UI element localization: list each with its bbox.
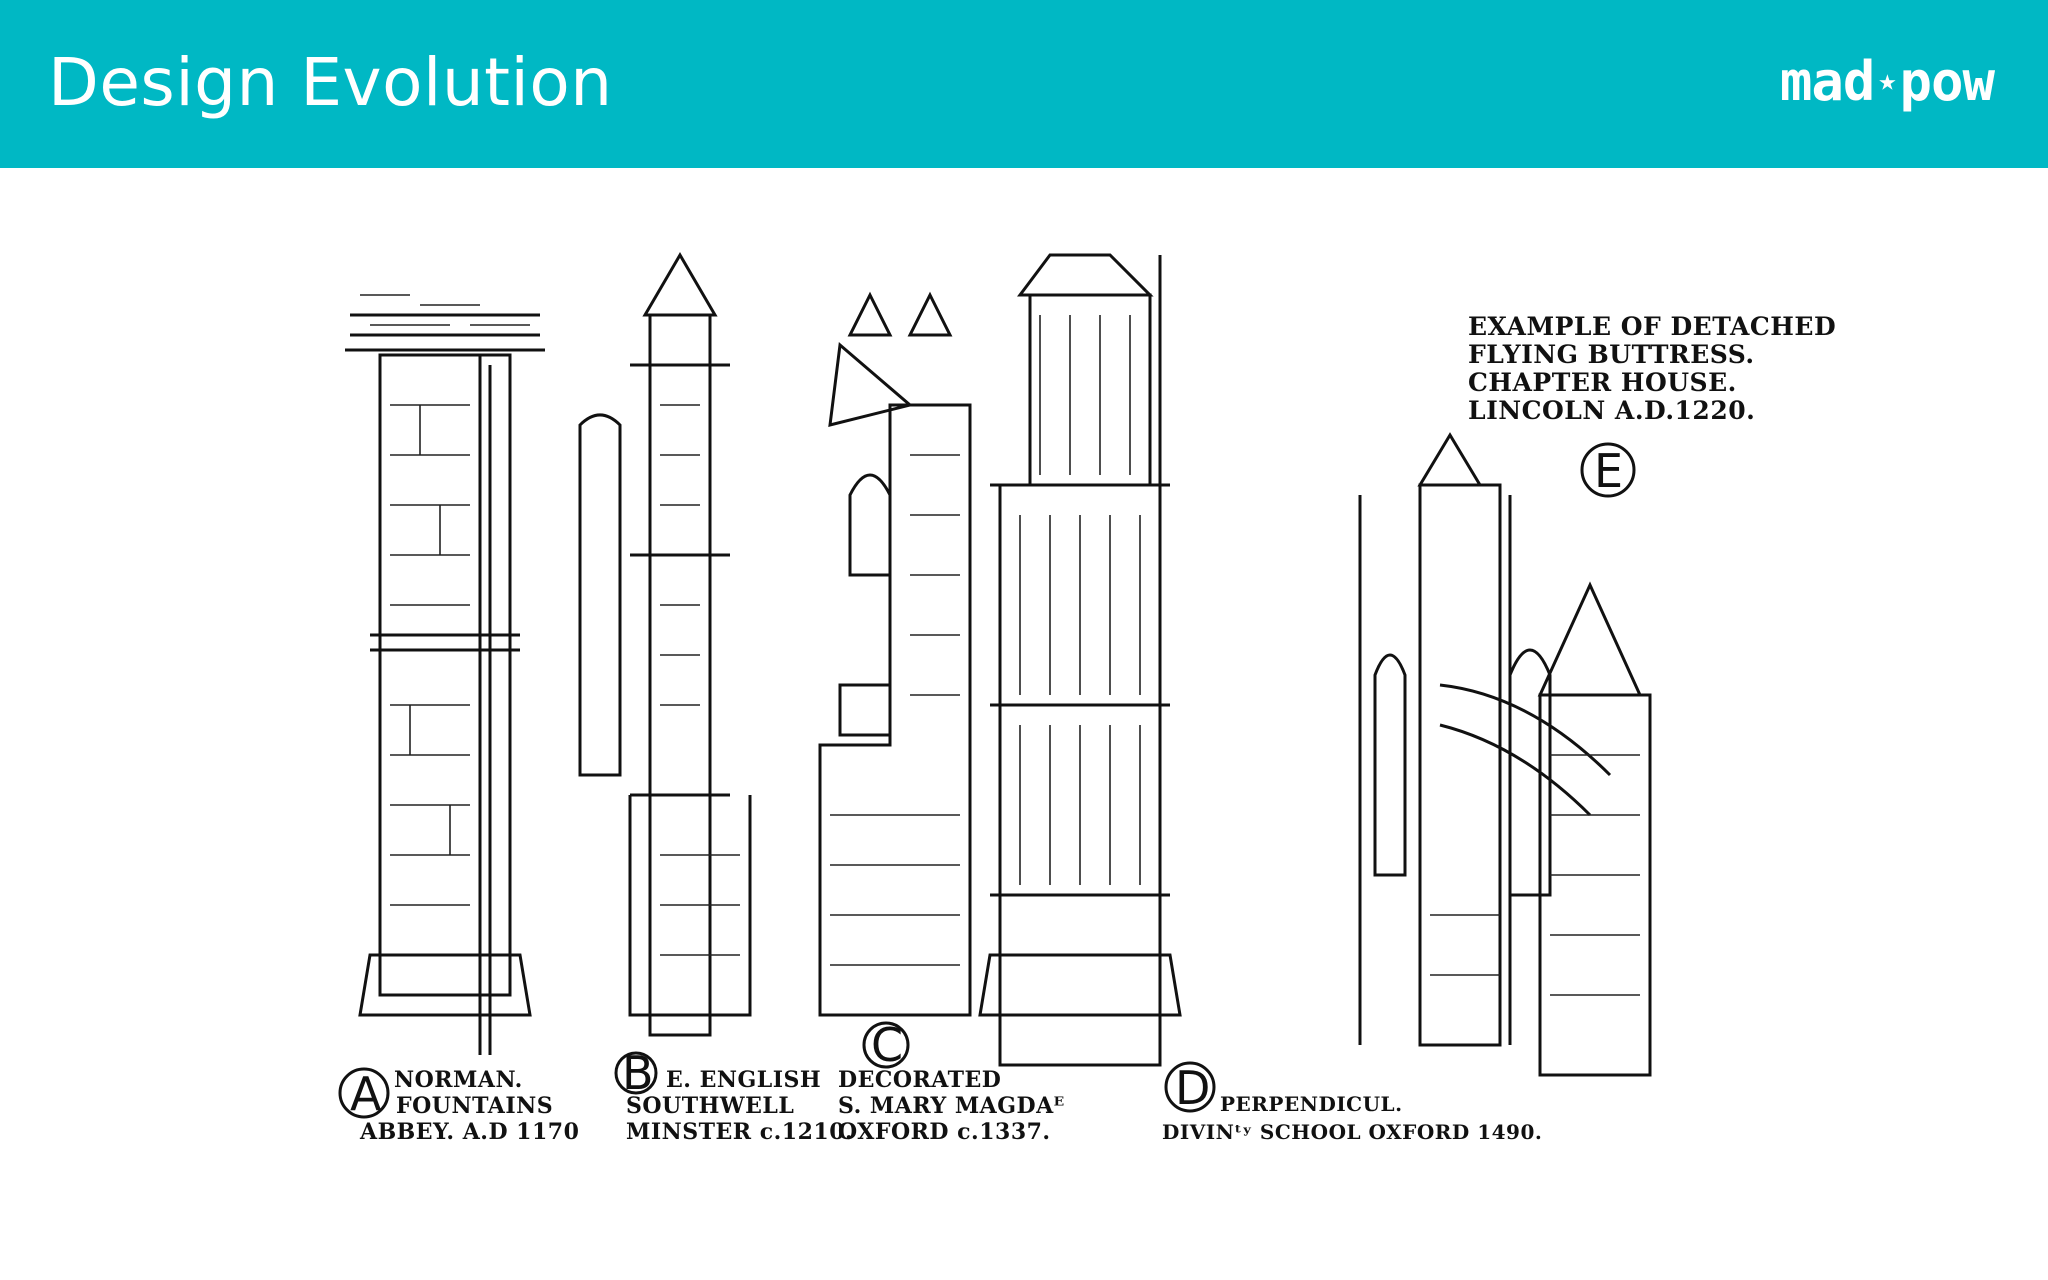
caption-a-line-2: FOUNTAINS	[396, 1093, 553, 1119]
letter-e: E	[1594, 444, 1623, 498]
caption-d-line-2: DIVINᵗʸ SCHOOL OXFORD 1490.	[1162, 1120, 1542, 1144]
caption-e-line-4: LINCOLN A.D.1220.	[1468, 396, 1755, 425]
letter-circle-d	[1164, 1061, 1216, 1113]
caption-d: D PERPENDICUL. DIVINᵗʸ SCHOOL OXFORD 149…	[1162, 1061, 1542, 1144]
page-title: Design Evolution	[48, 44, 613, 121]
logo-text-right: pow	[1899, 50, 1995, 113]
buttress-drawing-e	[1358, 432, 1652, 1077]
caption-e: EXAMPLE OF DETACHED FLYING BUTTRESS. CHA…	[1468, 312, 1836, 498]
madpow-logo: mad★pow	[1779, 50, 1995, 113]
caption-c: C DECORATED S. MARY MAGDAᴱ OXFORD c.1337…	[838, 1018, 1065, 1145]
caption-b-line-1: E. ENGLISH	[666, 1067, 821, 1093]
letter-circle-c	[862, 1021, 910, 1069]
caption-e-line-1: EXAMPLE OF DETACHED	[1468, 312, 1836, 341]
letter-circle-a	[338, 1067, 390, 1119]
caption-e-line-3: CHAPTER HOUSE.	[1468, 368, 1737, 397]
caption-b-line-2: SOUTHWELL	[626, 1093, 794, 1119]
caption-e-line-2: FLYING BUTTRESS.	[1468, 340, 1755, 369]
buttress-illustration: A NORMAN. FOUNTAINS ABBEY. A.D 1170 B E.…	[330, 252, 1836, 1160]
buttress-drawing-b	[578, 252, 752, 1037]
header-bar: Design Evolution mad★pow	[0, 0, 2048, 168]
letter-b: B	[622, 1046, 654, 1100]
letter-circle-b	[614, 1051, 658, 1095]
letter-c: C	[871, 1018, 903, 1072]
caption-c-line-2: S. MARY MAGDAᴱ	[838, 1093, 1065, 1119]
letter-a: A	[350, 1067, 382, 1121]
caption-c-line-1: DECORATED	[838, 1067, 1001, 1093]
caption-d-line-1: PERPENDICUL.	[1220, 1092, 1403, 1116]
star-icon: ★	[1878, 63, 1896, 98]
buttress-drawing-a	[345, 294, 545, 1055]
caption-b: B E. ENGLISH SOUTHWELL MINSTER c.1210.	[614, 1046, 853, 1145]
buttress-drawing-d	[978, 253, 1182, 1067]
buttress-drawing-c	[818, 291, 972, 1017]
letter-circle-e	[1580, 442, 1636, 498]
caption-a-line-1: NORMAN.	[394, 1067, 523, 1093]
caption-c-line-3: OXFORD c.1337.	[838, 1119, 1051, 1145]
letter-d: D	[1175, 1061, 1210, 1115]
caption-a: A NORMAN. FOUNTAINS ABBEY. A.D 1170	[338, 1067, 579, 1145]
caption-a-line-3: ABBEY. A.D 1170	[359, 1119, 579, 1145]
caption-b-line-3: MINSTER c.1210.	[626, 1119, 853, 1145]
logo-text-left: mad	[1779, 50, 1876, 113]
